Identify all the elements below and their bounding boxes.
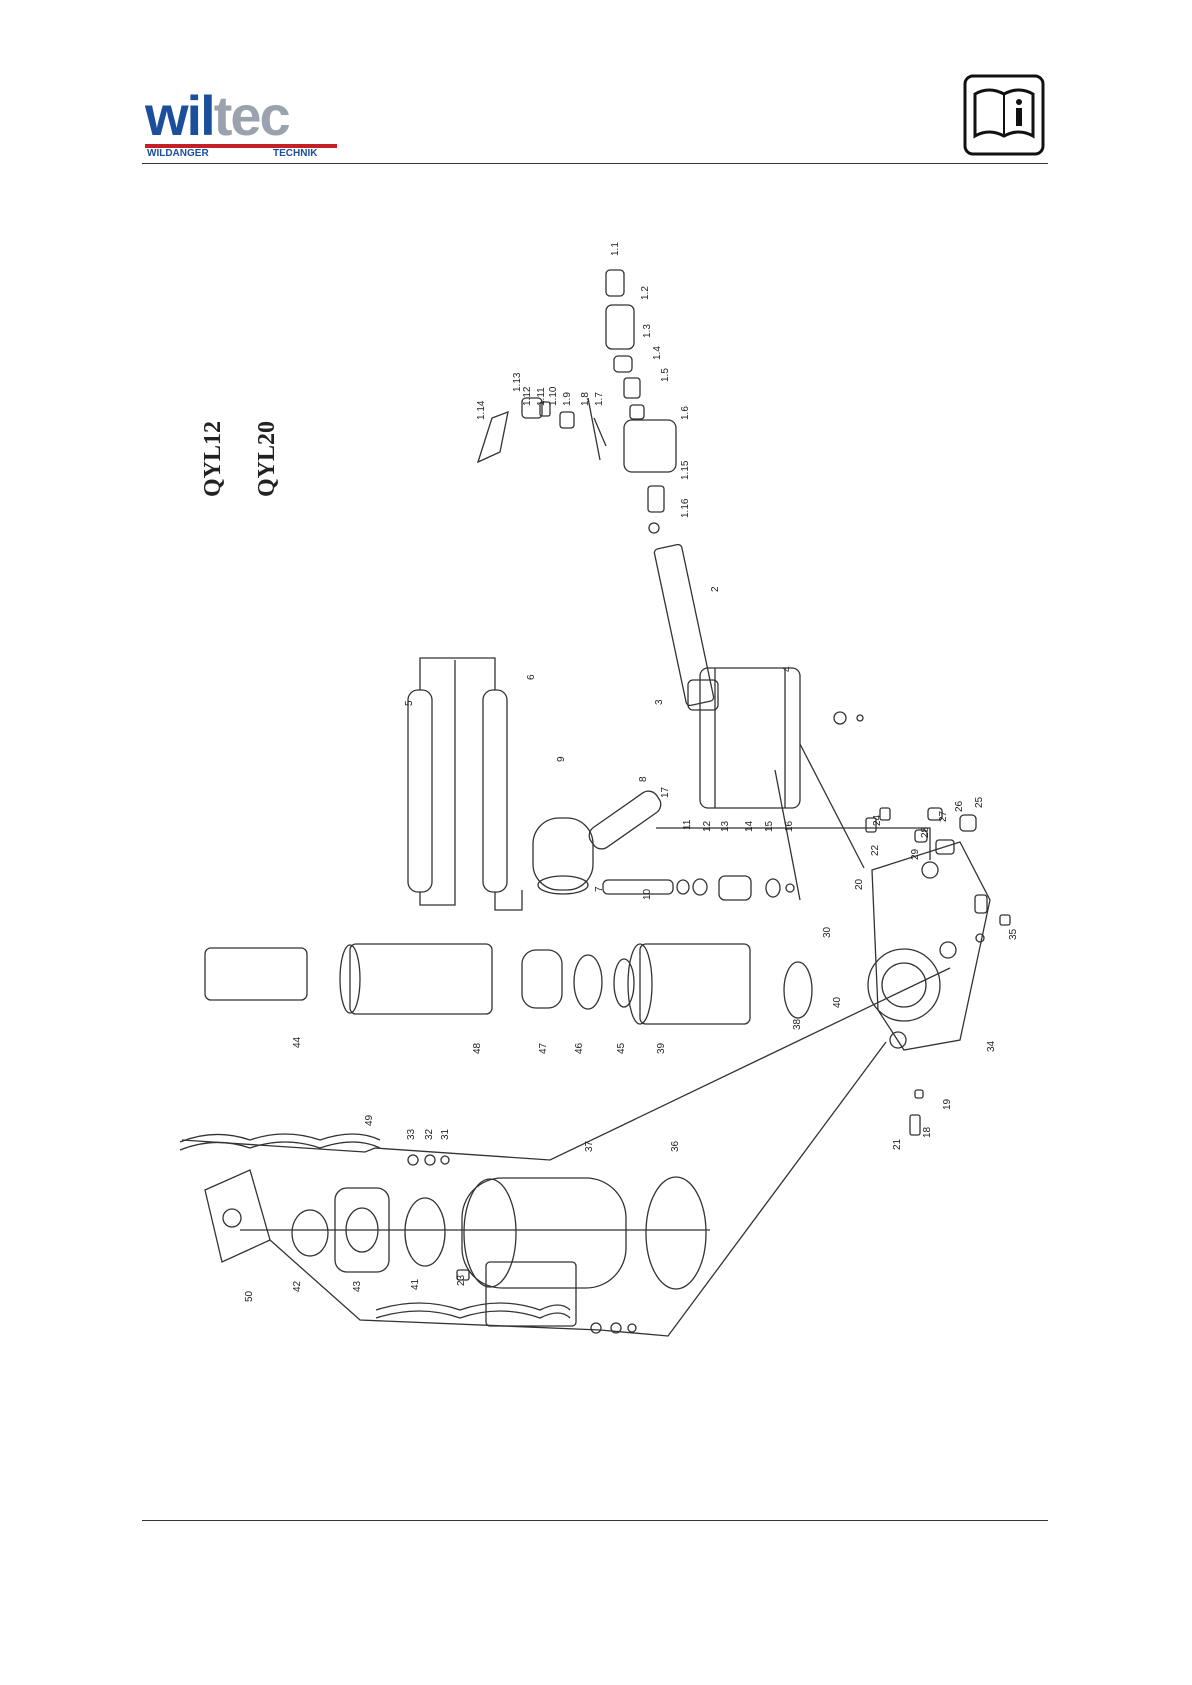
label-1-16: 1.16 bbox=[680, 498, 691, 518]
label-5: 5 bbox=[404, 700, 415, 706]
label-1-5: 1.5 bbox=[660, 368, 671, 382]
label-1-9: 1.9 bbox=[562, 392, 573, 406]
label-8: 8 bbox=[638, 776, 649, 782]
label-1-6: 1.6 bbox=[680, 406, 691, 420]
label-42: 42 bbox=[292, 1280, 303, 1292]
label-48: 48 bbox=[472, 1042, 483, 1054]
label-19: 19 bbox=[942, 1098, 953, 1110]
part-48-ram bbox=[350, 944, 492, 1014]
label-43: 43 bbox=[352, 1280, 363, 1292]
label-1-4: 1.4 bbox=[652, 346, 663, 360]
label-23: 23 bbox=[456, 1274, 467, 1286]
label-26: 26 bbox=[954, 800, 965, 812]
part-34-base bbox=[872, 842, 990, 1050]
label-1-1: 1.1 bbox=[610, 242, 621, 256]
label-36: 36 bbox=[670, 1140, 681, 1152]
part-39-cylinder bbox=[640, 944, 750, 1024]
label-1-15: 1.15 bbox=[680, 460, 691, 480]
label-29: 29 bbox=[910, 848, 921, 860]
label-18: 18 bbox=[922, 1126, 933, 1138]
label-13: 13 bbox=[720, 820, 731, 832]
label-49: 49 bbox=[364, 1114, 375, 1126]
label-33: 33 bbox=[406, 1128, 417, 1140]
label-2: 2 bbox=[710, 586, 721, 592]
label-1-10: 1.10 bbox=[548, 386, 559, 406]
label-9: 9 bbox=[556, 756, 567, 762]
label-14: 14 bbox=[744, 820, 755, 832]
label-50: 50 bbox=[244, 1290, 255, 1302]
label-1-3: 1.3 bbox=[642, 324, 653, 338]
label-1-11: 1.11 bbox=[536, 387, 547, 406]
label-25: 25 bbox=[974, 796, 985, 808]
label-1-7: 1.7 bbox=[594, 392, 605, 406]
label-1-2: 1.2 bbox=[640, 286, 651, 300]
label-1-8: 1.8 bbox=[580, 392, 591, 406]
label-37: 37 bbox=[584, 1140, 595, 1152]
label-21: 21 bbox=[892, 1138, 903, 1150]
label-39: 39 bbox=[656, 1042, 667, 1054]
label-12: 12 bbox=[702, 820, 713, 832]
label-24: 24 bbox=[872, 814, 883, 826]
label-44: 44 bbox=[292, 1036, 303, 1048]
label-35: 35 bbox=[1008, 928, 1019, 940]
label-31: 31 bbox=[440, 1128, 451, 1140]
label-1-13: 1.13 bbox=[512, 372, 523, 392]
label-47: 47 bbox=[538, 1042, 549, 1054]
label-1-12: 1.12 bbox=[522, 386, 533, 406]
label-16: 16 bbox=[784, 820, 795, 832]
label-28: 28 bbox=[920, 826, 931, 838]
label-11: 11 bbox=[682, 819, 693, 830]
label-20: 20 bbox=[854, 878, 865, 890]
label-45: 45 bbox=[616, 1042, 627, 1054]
label-41: 41 bbox=[410, 1278, 421, 1290]
part-5-rod bbox=[408, 690, 432, 892]
label-46: 46 bbox=[574, 1042, 585, 1054]
label-40: 40 bbox=[832, 996, 843, 1008]
label-3: 3 bbox=[654, 699, 665, 705]
label-6: 6 bbox=[526, 674, 537, 680]
label-30: 30 bbox=[822, 926, 833, 938]
label-1-14: 1.14 bbox=[476, 400, 487, 420]
part-6-rod bbox=[483, 690, 507, 892]
label-27: 27 bbox=[938, 810, 949, 822]
label-22: 22 bbox=[870, 844, 881, 856]
label-34: 34 bbox=[986, 1040, 997, 1052]
part-50-plate bbox=[205, 1170, 270, 1262]
label-38: 38 bbox=[792, 1018, 803, 1030]
label-4: 4 bbox=[782, 666, 793, 672]
label-17: 17 bbox=[660, 786, 671, 798]
label-10: 10 bbox=[642, 888, 653, 900]
label-7: 7 bbox=[594, 886, 605, 892]
part-44-saddle bbox=[205, 948, 307, 1000]
label-32: 32 bbox=[424, 1128, 435, 1140]
label-15: 15 bbox=[764, 820, 775, 832]
